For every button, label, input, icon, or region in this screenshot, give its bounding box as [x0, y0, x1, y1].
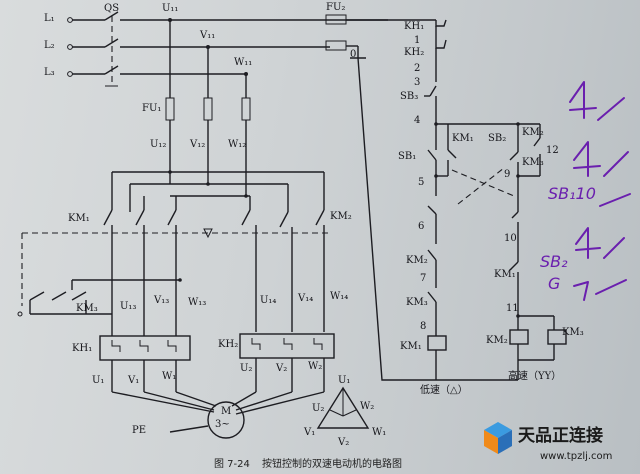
thermal-relay-kh2	[239, 333, 335, 359]
km1-main-contacts	[103, 196, 177, 300]
km2-main-contacts	[241, 196, 325, 332]
control-fuse-fu2	[325, 14, 388, 51]
control-right-branch	[509, 123, 567, 380]
km3-contacts	[17, 278, 182, 317]
motor-m	[207, 401, 245, 439]
winding-triangle	[316, 386, 370, 429]
control-left-branch	[424, 19, 518, 380]
handwritten-marks	[569, 81, 631, 301]
thermal-relay-kh1	[99, 335, 191, 361]
supply-lines	[67, 11, 388, 87]
main-fuse-fu1	[165, 97, 251, 121]
watermark-logo	[484, 422, 512, 454]
